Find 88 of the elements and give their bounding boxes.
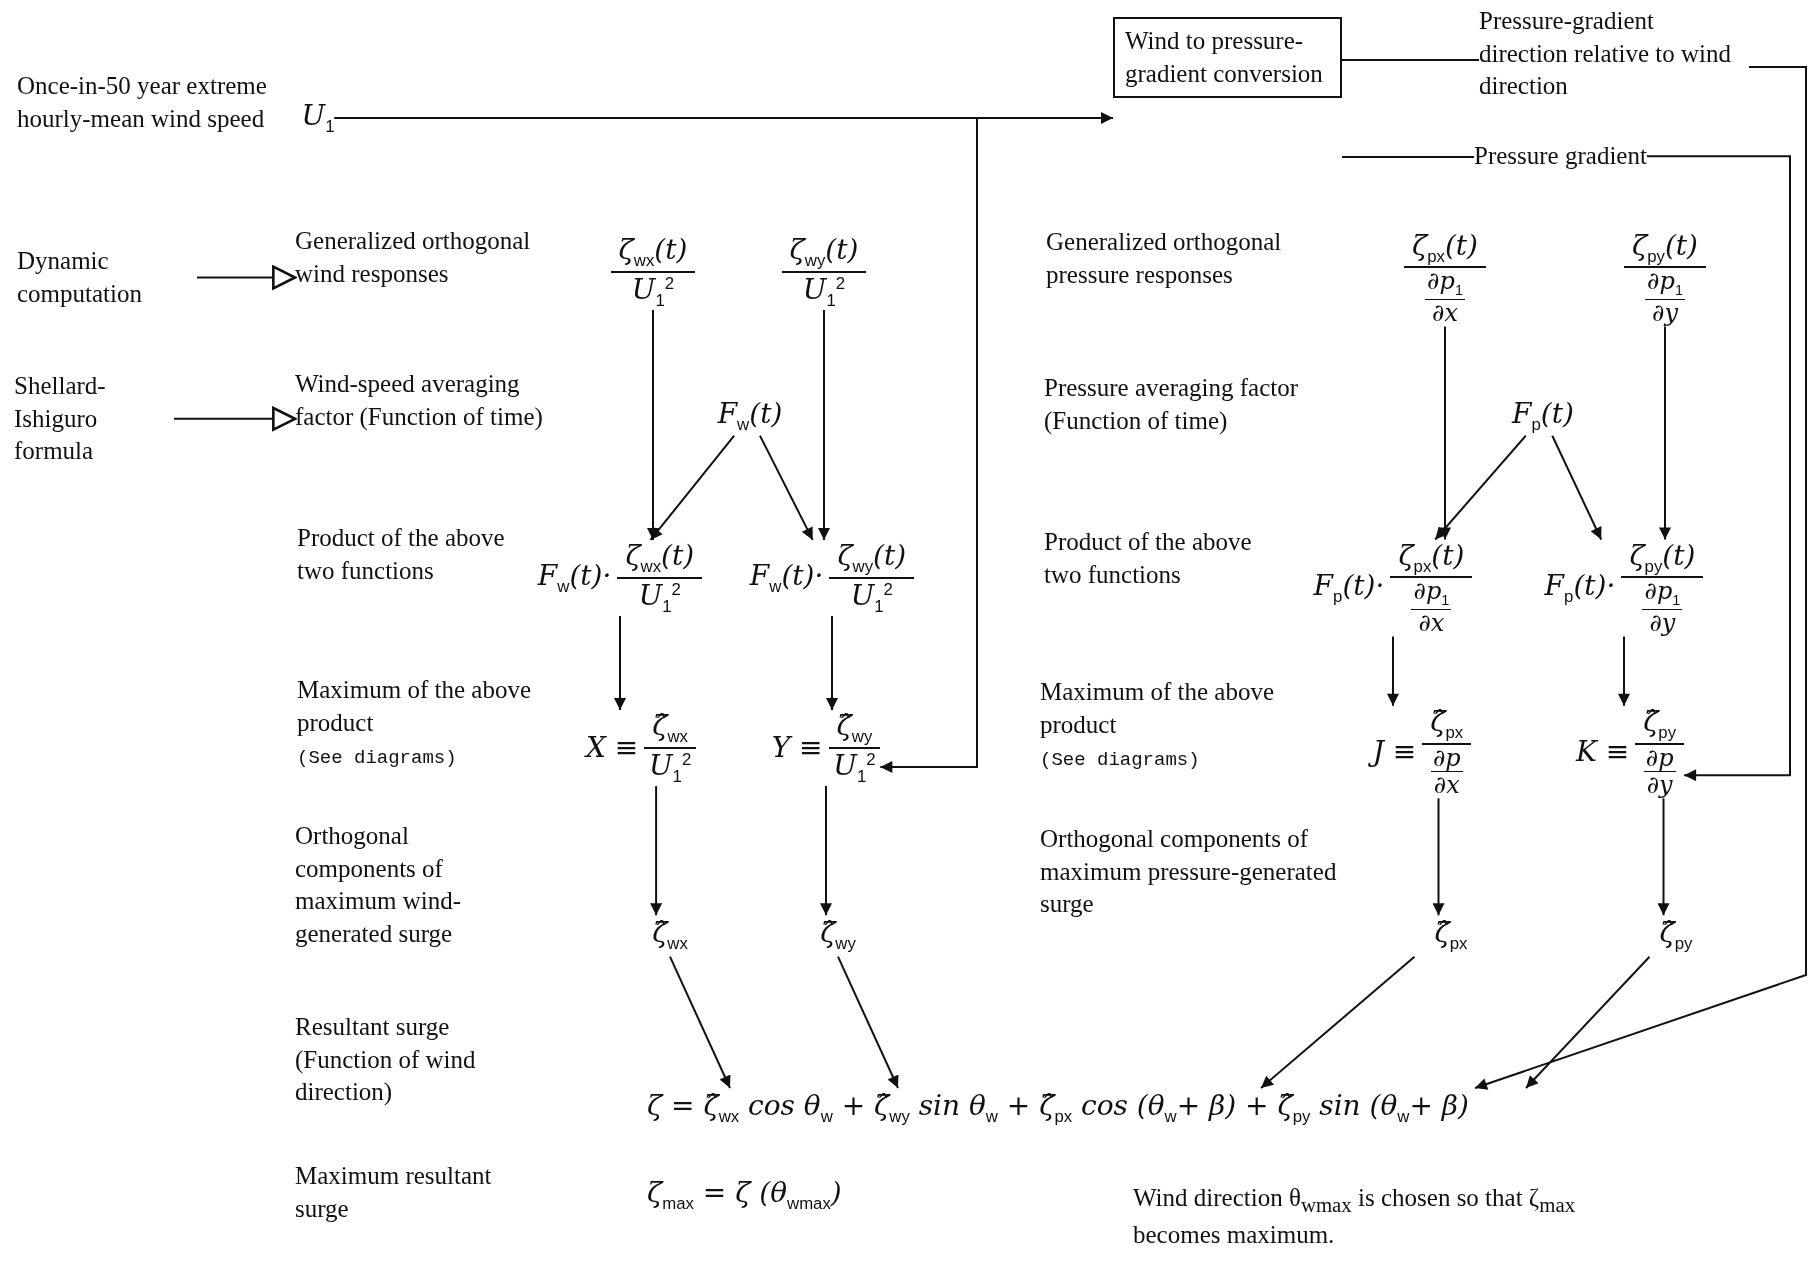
arrow: [818, 309, 830, 541]
denominator-numerator: ∂p$_{1}$: [1425, 268, 1465, 301]
arrow: [614, 615, 626, 711]
denominator: ∂x: [1433, 771, 1460, 799]
denominator: ∂x: [1432, 300, 1458, 327]
numerator: ζ̂$_{px}$: [1422, 705, 1472, 745]
note-text: (See diagrams): [297, 746, 457, 771]
formula-prefix: K ≡: [1575, 733, 1630, 770]
arrow: [669, 955, 731, 1089]
row-label: Orthogonal components of maximum pressure-generated surge: [1040, 824, 1338, 919]
arrow: [1432, 797, 1445, 917]
formula: ζ̂$_{px}$: [1434, 915, 1468, 955]
arrow: [1659, 325, 1671, 541]
arrow: [1439, 325, 1451, 541]
arrow: [650, 785, 663, 917]
arrow: [1645, 155, 1791, 782]
row-label: Generalized orthogonal pressure responses: [1046, 227, 1283, 290]
row-label: Resultant surge (Function of wind direction): [295, 1012, 477, 1107]
arrow: [333, 117, 978, 773]
arrow: [759, 434, 814, 541]
arrow: [1551, 434, 1603, 541]
numerator: ζ̂$_{wx}$: [644, 709, 696, 749]
formula: ζ$_{max}$ = ζ (θ$_{wmax}$): [647, 1175, 842, 1215]
formula: F$_{w}$(t): [717, 396, 783, 436]
note-text: (See diagrams): [1040, 748, 1200, 773]
process-box: Wind to pressure-gradient conversion: [1113, 17, 1342, 98]
connector-line: [1341, 156, 1475, 158]
formula-prefix: X ≡: [586, 729, 639, 766]
denominator: ∂y: [1646, 771, 1673, 799]
output-label: Pressure-gradient direction relative to wind direction: [1479, 5, 1749, 103]
arrow: [1474, 66, 1807, 1090]
arrow: [1387, 635, 1399, 707]
arrow: [1657, 797, 1670, 917]
denominator-numerator: ∂p: [1430, 744, 1463, 772]
row-label: Product of the above two functions: [297, 523, 506, 586]
hollow-arrow: [196, 265, 297, 290]
arrow: [1525, 955, 1651, 1089]
denominator-numerator: ∂p$_{1}$: [1411, 578, 1452, 611]
row-label: Maximum of the above product: [297, 675, 532, 738]
arrow: [826, 615, 838, 711]
numerator: ζ̂$_{wy}$: [828, 709, 881, 749]
numerator: ζ$_{wx}$(t): [610, 233, 696, 273]
input-label: Once-in-50 year extreme hourly-mean wind speed: [17, 71, 267, 134]
formula: ζ̂$_{py}$: [1659, 915, 1693, 955]
formula: F$_{p}$(t): [1512, 396, 1574, 436]
denominator-numerator: ∂p$_{1}$: [1645, 268, 1685, 301]
numerator: ζ$_{py}$(t): [1624, 229, 1706, 269]
connector-line: [1341, 59, 1480, 61]
row-label: Orthogonal components of maximum wind-generated surge: [295, 821, 462, 949]
formula: ζ̂$_{wy}$: [820, 915, 856, 955]
numerator: ζ$_{px}$(t): [1404, 229, 1486, 269]
output-label: Pressure gradient: [1474, 140, 1647, 173]
denominator: ∂y: [1652, 300, 1678, 327]
formula: ζ̂$_{wx}$: [652, 915, 688, 955]
variable-symbol: U$_{1}$: [301, 98, 335, 138]
arrow: [1434, 434, 1527, 541]
arrow: [647, 309, 659, 541]
arrow: [649, 434, 736, 541]
formula-prefix: F$_{p}$(t)·: [1544, 568, 1616, 608]
formula-prefix: F$_{w}$(t)·: [749, 558, 824, 598]
formula-prefix: Y ≡: [771, 729, 823, 766]
row-label: Pressure averaging factor (Function of time): [1044, 373, 1300, 437]
numerator: ζ$_{px}$(t): [1390, 539, 1473, 579]
hollow-arrow: [173, 406, 297, 431]
method-label: Shellard-Ishiguro formula: [14, 370, 174, 468]
row-label: Product of the above two functions: [1044, 527, 1253, 590]
denominator: ∂x: [1418, 610, 1445, 637]
row-label: Maximum of the above product: [1040, 677, 1275, 740]
numerator: ζ$_{wy}$(t): [781, 233, 867, 273]
arrow: [1618, 635, 1630, 707]
denominator-numerator: ∂p$_{1}$: [1642, 578, 1683, 611]
formula-prefix: F$_{p}$(t)·: [1313, 568, 1385, 608]
denominator: ∂y: [1649, 610, 1676, 637]
denominator-numerator: ∂p: [1643, 744, 1676, 772]
equation: ζ = ζ̂$_{wx}$ cos θ$_{w}$ + ζ̂$_{wy}$ sin θ$_{w}$ + ζ̂$_{px}$ cos (θ$_{w}$+ β) + ζ̂$_{py}$ sin (θ$_{w}$+ β): [647, 1088, 1469, 1128]
arrow: [820, 785, 832, 917]
arrow: [837, 955, 899, 1089]
row-label: Wind-speed averaging factor (Function of time): [295, 368, 555, 433]
numerator: ζ$_{wx}$(t): [617, 539, 703, 579]
row-label: Maximum resultant surge: [295, 1161, 493, 1224]
numerator: ζ$_{wy}$(t): [829, 539, 915, 579]
formula-prefix: F$_{w}$(t)·: [537, 558, 612, 598]
row-label: Generalized orthogonal wind responses: [295, 225, 535, 290]
method-label: Dynamic computation: [17, 245, 197, 310]
arrow: [1260, 955, 1416, 1089]
note-text: Wind direction θ$_{wmax}$ is chosen so that ζ$_{max}$ becomes maximum.: [1133, 1183, 1577, 1251]
numerator: ζ̂$_{py}$: [1635, 705, 1685, 745]
numerator: ζ$_{py}$(t): [1621, 539, 1704, 579]
